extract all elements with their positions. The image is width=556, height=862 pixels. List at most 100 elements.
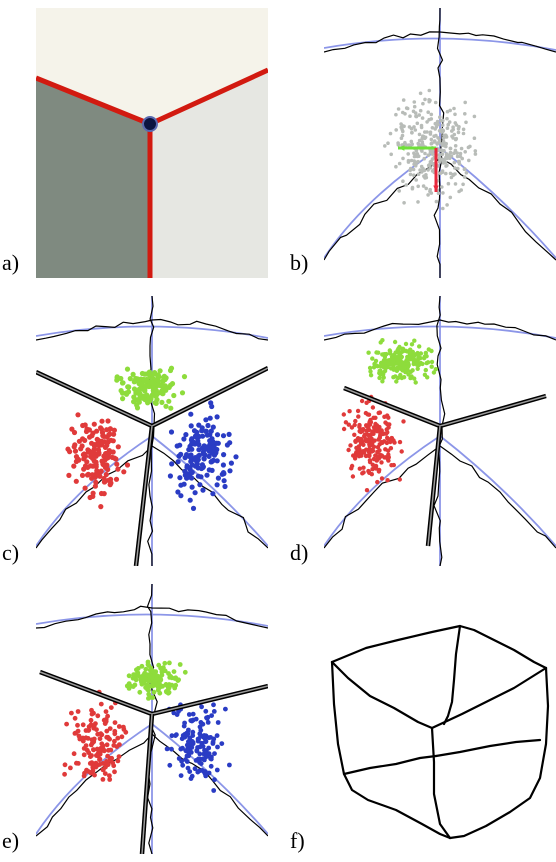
cluster-plot-three xyxy=(36,296,268,566)
blue-cluster-point xyxy=(188,423,194,429)
blue-cluster-point xyxy=(207,438,213,444)
green-cluster-point xyxy=(120,396,126,402)
gray-point xyxy=(433,140,437,144)
blue-cluster-point xyxy=(214,482,220,488)
red-cluster-point xyxy=(90,768,96,774)
red-cluster-point xyxy=(361,465,366,470)
gray-point xyxy=(414,148,419,153)
gray-point xyxy=(420,170,424,174)
green-cluster-point xyxy=(152,400,158,406)
blue-cluster-point xyxy=(193,716,199,722)
blue-cluster-point xyxy=(203,428,209,434)
gray-point xyxy=(452,106,456,111)
gray-point xyxy=(413,111,418,115)
blue-cluster-point xyxy=(195,738,201,744)
green-cluster-point xyxy=(425,360,431,365)
blue-cluster-point xyxy=(212,777,217,783)
gray-point xyxy=(452,160,457,165)
blue-cluster-point xyxy=(190,711,196,717)
red-cluster-point xyxy=(93,462,99,468)
blue-cluster-point xyxy=(196,441,202,448)
red-cluster-point xyxy=(107,756,113,761)
gray-point xyxy=(430,126,435,130)
red-cluster-point xyxy=(98,425,104,431)
red-cluster-point xyxy=(98,504,104,510)
gray-point xyxy=(440,185,444,189)
gray-point xyxy=(439,148,443,152)
green-cluster-point xyxy=(381,370,386,375)
green-cluster-point xyxy=(161,665,166,671)
red-cluster-point xyxy=(82,437,88,443)
red-cluster-point xyxy=(352,432,357,437)
green-cluster-point xyxy=(368,373,374,378)
green-cluster-point xyxy=(371,365,377,370)
gray-point xyxy=(426,163,431,168)
red-cluster-point xyxy=(115,735,121,741)
red-cluster-point xyxy=(82,453,89,459)
red-cluster-point xyxy=(115,758,121,764)
green-cluster-point xyxy=(416,352,421,357)
blue-cluster-point xyxy=(175,459,181,465)
blue-cluster-point xyxy=(186,749,192,755)
gray-point xyxy=(429,141,434,146)
blue-cluster-point xyxy=(174,732,179,738)
red-cluster-point xyxy=(79,443,85,449)
blue-cluster-point xyxy=(184,742,190,748)
green-cluster-point xyxy=(425,375,430,380)
gray-point xyxy=(430,149,435,153)
blue-cluster-point xyxy=(178,773,184,778)
gray-point xyxy=(444,171,448,176)
green-cluster-point xyxy=(118,375,124,382)
gray-point xyxy=(444,164,448,168)
green-cluster-point xyxy=(159,669,165,675)
red-cluster-point xyxy=(110,438,116,444)
green-cluster-point xyxy=(424,354,429,359)
gray-point xyxy=(447,156,452,160)
blue-cluster-point xyxy=(211,702,216,708)
red-cluster-point xyxy=(378,428,383,433)
red-cluster-point xyxy=(103,709,109,714)
gray-point xyxy=(462,175,467,179)
green-cluster-point xyxy=(410,368,415,373)
green-cluster-point xyxy=(171,669,177,674)
red-cluster-point xyxy=(73,454,80,460)
blue-cluster-point xyxy=(196,422,202,428)
green-cluster-point xyxy=(409,342,415,347)
gray-point xyxy=(453,112,457,117)
red-cluster-point xyxy=(111,427,117,433)
red-cluster-point xyxy=(115,466,121,472)
panel-label-b: b) xyxy=(290,250,309,275)
red-cluster-point xyxy=(357,466,362,471)
green-cluster-point xyxy=(162,660,168,666)
green-cluster-point xyxy=(429,359,435,365)
gray-point xyxy=(433,100,438,105)
red-cluster-point xyxy=(89,707,94,713)
green-cluster-point xyxy=(143,685,148,690)
blue-cluster-point xyxy=(183,432,189,438)
red-cluster-point xyxy=(88,717,94,723)
gray-point xyxy=(460,156,464,161)
red-cluster-point xyxy=(115,444,121,450)
red-cluster-point xyxy=(373,421,378,427)
right-segment-core xyxy=(439,395,547,427)
blue-cluster-point xyxy=(215,720,221,725)
green-cluster-point xyxy=(420,361,425,367)
blue-cluster-point xyxy=(182,720,188,726)
gray-point xyxy=(445,116,449,121)
blue-cluster-point xyxy=(202,769,208,774)
blue-cluster-point xyxy=(211,709,217,714)
red-cluster-point xyxy=(359,398,365,404)
gray-point xyxy=(419,125,424,130)
red-cluster-point xyxy=(366,447,372,452)
blue-cluster-point xyxy=(208,428,214,434)
green-cluster-point xyxy=(390,360,395,365)
blue-cluster-point xyxy=(221,471,227,477)
gray-point xyxy=(450,134,454,139)
red-cluster-point xyxy=(75,761,81,766)
green-cluster-point xyxy=(367,365,373,371)
gray-point xyxy=(416,184,420,189)
gray-point xyxy=(425,130,429,134)
blue-cluster-point xyxy=(227,762,232,768)
red-cluster-point xyxy=(89,711,95,717)
blue-cluster-point xyxy=(201,443,207,449)
